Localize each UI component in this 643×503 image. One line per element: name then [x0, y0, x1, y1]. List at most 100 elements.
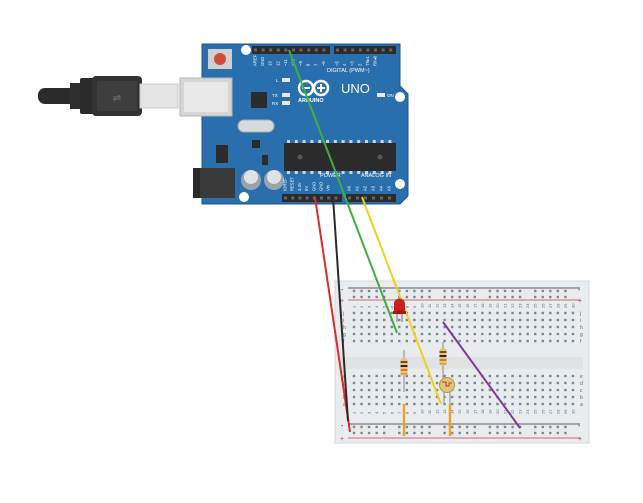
breadboard-hole[interactable] — [435, 381, 439, 385]
header-hole[interactable] — [254, 48, 257, 52]
breadboard-hole[interactable] — [488, 318, 492, 322]
rail-hole[interactable] — [511, 295, 514, 299]
rail-hole[interactable] — [564, 431, 567, 435]
rail-hole[interactable] — [428, 295, 431, 299]
photoresistor[interactable] — [439, 377, 455, 405]
header-hole[interactable] — [292, 48, 295, 52]
rail-hole[interactable] — [564, 289, 567, 293]
breadboard-hole[interactable] — [428, 325, 431, 329]
breadboard-hole[interactable] — [405, 332, 409, 336]
breadboard-hole[interactable] — [390, 332, 393, 336]
breadboard-hole[interactable] — [518, 402, 522, 406]
rail-hole[interactable] — [443, 431, 446, 435]
breadboard-hole[interactable] — [496, 402, 499, 406]
rail-hole[interactable] — [473, 289, 476, 293]
breadboard-hole[interactable] — [435, 325, 439, 329]
breadboard-hole[interactable] — [488, 332, 492, 336]
breadboard-hole[interactable] — [571, 381, 575, 385]
breadboard-hole[interactable] — [511, 311, 514, 315]
rail-hole[interactable] — [420, 295, 424, 299]
breadboard-hole[interactable] — [420, 325, 424, 329]
rail-hole[interactable] — [420, 431, 424, 435]
rail-hole[interactable] — [556, 425, 560, 429]
breadboard-hole[interactable] — [398, 339, 401, 343]
breadboard-hole[interactable] — [564, 402, 567, 406]
breadboard-hole[interactable] — [443, 311, 446, 315]
breadboard-hole[interactable] — [534, 388, 537, 392]
breadboard-hole[interactable] — [405, 402, 409, 406]
breadboard-hole[interactable] — [549, 381, 552, 385]
breadboard-hole[interactable] — [458, 381, 461, 385]
breadboard-hole[interactable] — [488, 374, 492, 378]
header-hole[interactable] — [348, 196, 351, 200]
rail-hole[interactable] — [367, 431, 371, 435]
rail-hole[interactable] — [443, 289, 446, 293]
rail-hole[interactable] — [466, 295, 469, 299]
rail-hole[interactable] — [488, 431, 492, 435]
breadboard-hole[interactable] — [481, 318, 484, 322]
breadboard-hole[interactable] — [405, 318, 409, 322]
breadboard-hole[interactable] — [503, 339, 507, 343]
breadboard-hole[interactable] — [458, 374, 461, 378]
breadboard-hole[interactable] — [420, 381, 424, 385]
header-hole[interactable] — [284, 196, 287, 200]
breadboard-hole[interactable] — [503, 388, 507, 392]
rail-hole[interactable] — [488, 425, 492, 429]
rail-hole[interactable] — [503, 295, 507, 299]
breadboard-hole[interactable] — [450, 325, 454, 329]
breadboard-hole[interactable] — [413, 374, 416, 378]
header-hole[interactable] — [299, 48, 303, 52]
breadboard-hole[interactable] — [367, 311, 371, 315]
breadboard-hole[interactable] — [556, 318, 560, 322]
breadboard-hole[interactable] — [518, 332, 522, 336]
rail-hole[interactable] — [564, 295, 567, 299]
breadboard-hole[interactable] — [450, 402, 454, 406]
breadboard-hole[interactable] — [511, 395, 514, 399]
rail-hole[interactable] — [428, 431, 431, 435]
breadboard-hole[interactable] — [435, 311, 439, 315]
breadboard-hole[interactable] — [511, 374, 514, 378]
breadboard-hole[interactable] — [375, 374, 378, 378]
breadboard-hole[interactable] — [458, 388, 461, 392]
breadboard-hole[interactable] — [390, 374, 393, 378]
breadboard-hole[interactable] — [435, 395, 439, 399]
breadboard-hole[interactable] — [511, 388, 514, 392]
breadboard-hole[interactable] — [398, 374, 401, 378]
header-hole[interactable] — [372, 196, 375, 200]
breadboard-hole[interactable] — [443, 332, 446, 336]
breadboard-hole[interactable] — [534, 318, 537, 322]
breadboard-hole[interactable] — [488, 395, 492, 399]
breadboard-hole[interactable] — [375, 381, 378, 385]
header-hole[interactable] — [307, 48, 311, 52]
rail-hole[interactable] — [503, 431, 507, 435]
header-hole[interactable] — [320, 196, 323, 200]
breadboard-hole[interactable] — [541, 325, 544, 329]
rail-hole[interactable] — [352, 431, 356, 435]
breadboard-hole[interactable] — [428, 332, 431, 336]
breadboard-hole[interactable] — [481, 381, 484, 385]
rail-hole[interactable] — [458, 289, 461, 293]
rail-hole[interactable] — [405, 425, 409, 429]
header-hole[interactable] — [284, 48, 288, 52]
breadboard-hole[interactable] — [413, 388, 416, 392]
breadboard-hole[interactable] — [383, 325, 386, 329]
breadboard-hole[interactable] — [541, 374, 544, 378]
breadboard-hole[interactable] — [390, 402, 393, 406]
breadboard-hole[interactable] — [420, 311, 424, 315]
breadboard-hole[interactable] — [488, 325, 492, 329]
breadboard-hole[interactable] — [352, 339, 356, 343]
breadboard-hole[interactable] — [466, 339, 469, 343]
breadboard-hole[interactable] — [367, 388, 371, 392]
rail-hole[interactable] — [541, 431, 544, 435]
header-hole[interactable] — [364, 196, 367, 200]
breadboard-hole[interactable] — [571, 402, 575, 406]
breadboard-hole[interactable] — [435, 402, 439, 406]
resistor-2[interactable] — [439, 342, 447, 378]
breadboard-hole[interactable] — [511, 381, 514, 385]
breadboard-hole[interactable] — [473, 395, 476, 399]
breadboard-hole[interactable] — [534, 311, 537, 315]
rail-hole[interactable] — [375, 295, 378, 299]
breadboard-hole[interactable] — [549, 318, 552, 322]
breadboard-hole[interactable] — [526, 402, 529, 406]
header-hole[interactable] — [380, 196, 383, 200]
